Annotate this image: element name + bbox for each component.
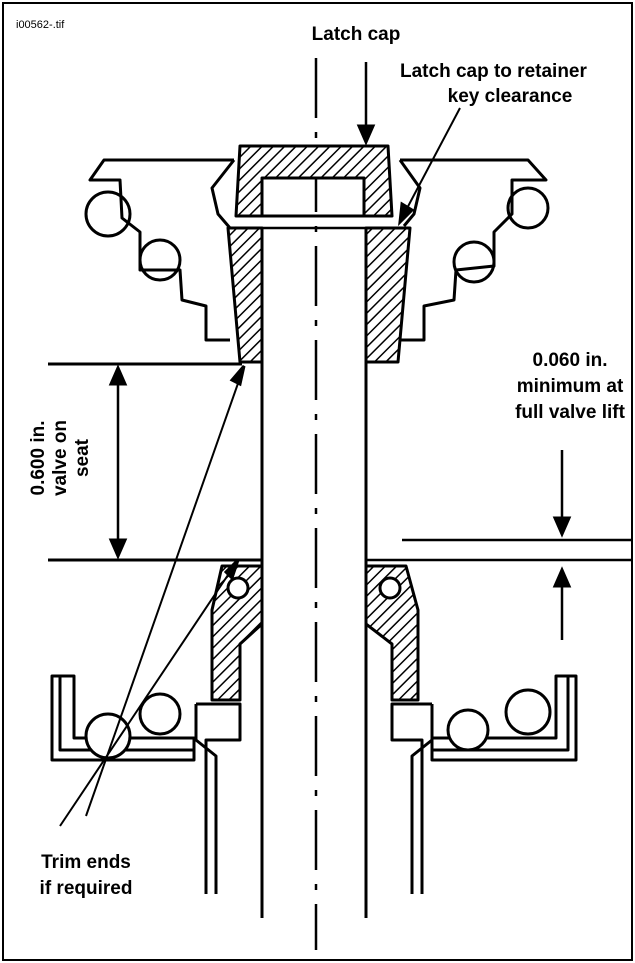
- trim-label-line1: Trim ends: [41, 852, 131, 873]
- lower-cup-left: [50, 674, 196, 762]
- lower-cup-inner-right: [432, 676, 570, 752]
- lower-coil-right-1: [446, 708, 490, 752]
- clearance-label-line1: Latch cap to retainer: [400, 61, 587, 82]
- upper-coil-left-2: [138, 238, 182, 282]
- latch-cap-arrowhead: [356, 124, 376, 146]
- retainer-key-right: [364, 226, 412, 364]
- dimension-lines: [48, 62, 632, 827]
- lower-coil-left-2: [138, 692, 182, 736]
- trim-label-line2: if required: [40, 878, 133, 899]
- lower-cup-right: [430, 674, 578, 762]
- upper-coil-left-1: [84, 190, 132, 238]
- clearance-label-line2: key clearance: [448, 86, 573, 107]
- file-name: i00562-.tif: [16, 19, 65, 31]
- trim-leader-2: [59, 565, 235, 827]
- lower-cup-inner-left: [58, 676, 194, 752]
- min-clearance-line1: 0.060 in.: [533, 350, 608, 371]
- trim-arrowhead-1: [229, 365, 246, 387]
- latch-cap-label: Latch cap: [312, 24, 401, 45]
- valve-assembly: [50, 58, 578, 950]
- min-clearance-line2: minimum at: [517, 376, 624, 397]
- labels: Latch cap Latch cap to retainer key clea…: [28, 24, 626, 899]
- lower-key-ball-left: [226, 576, 250, 600]
- seat-dimension-line2: valve on: [50, 420, 71, 496]
- min-clearance-line3: full valve lift: [515, 402, 625, 423]
- clearance-leader: [403, 107, 461, 215]
- lower-seat-left: [210, 564, 264, 702]
- trim-leader-1: [85, 371, 243, 817]
- lower-guide-left: [194, 702, 242, 894]
- seat-arrow-up: [108, 364, 128, 386]
- upper-coil-right-2: [452, 240, 496, 284]
- lift-arrow-bottom: [552, 566, 572, 588]
- upper-coil-right-1: [506, 186, 550, 230]
- seat-dimension-line1: 0.600 in.: [28, 421, 49, 496]
- seat-dimension-line3: seat: [72, 438, 93, 477]
- lower-coil-right-2: [504, 688, 552, 736]
- spring-retainer: [88, 158, 548, 342]
- retainer-key-left: [226, 226, 264, 364]
- lower-seat-right: [364, 564, 420, 702]
- seat-arrow-down: [108, 538, 128, 560]
- lower-key-ball-right: [378, 576, 402, 600]
- latch-cap: [234, 144, 394, 218]
- lift-arrow-top: [552, 516, 572, 538]
- clearance-arrowhead: [398, 201, 415, 227]
- lower-guide-right: [390, 702, 434, 894]
- trim-arrowhead-2: [223, 558, 240, 581]
